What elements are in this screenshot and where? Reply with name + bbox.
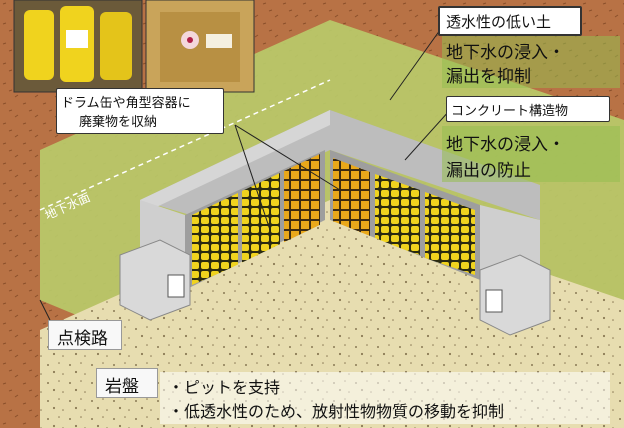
drum-cell <box>242 173 280 263</box>
concrete-effect-note: 地下水の浸入・ 漏出の防止 <box>442 126 620 182</box>
inspection-corridor-right <box>479 254 551 336</box>
drum-cell <box>192 193 238 285</box>
box-cell <box>284 154 320 243</box>
low-permeability-soil-label: 透水性の低い土 <box>446 13 552 31</box>
concrete-callout: コンクリート構造物 <box>446 96 610 122</box>
containers-callout: ドラム缶や角型容器に 廃棄物を収納 <box>56 88 224 134</box>
drum-cell <box>425 192 475 275</box>
soil-callout: 透水性の低い土 <box>438 6 582 36</box>
groundwater-line <box>39 79 331 211</box>
drum-cell <box>375 174 420 255</box>
photo-drums <box>13 0 143 93</box>
bedrock-tab: 岩盤 <box>96 368 158 398</box>
soil-effect-note: 地下水の浸入・ 漏出を抑制 <box>442 36 620 88</box>
bedrock-label: 岩盤 <box>105 377 139 397</box>
inspection-corridor-left <box>119 239 191 321</box>
inspection-path-tab: 点検路 <box>48 320 122 350</box>
box-cell <box>333 158 370 238</box>
inspection-path-label: 点検路 <box>57 329 108 349</box>
photo-box-container <box>145 0 255 93</box>
pit-floor <box>185 220 480 340</box>
concrete-structure-label: コンクリート構造物 <box>451 104 569 119</box>
bedrock-notes: ・ピットを支持 ・低透水性のため、放射性物物質の移動を抑制 <box>160 372 610 424</box>
